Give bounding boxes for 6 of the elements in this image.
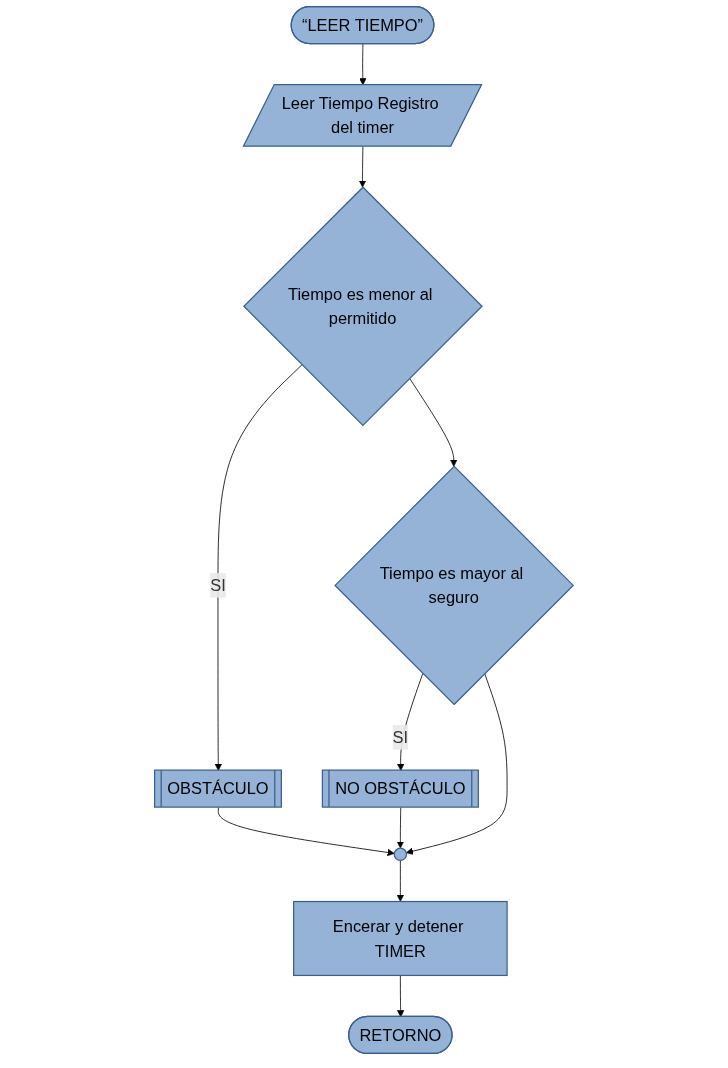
node-diamond: Tiempo es mayor al seguro [334, 465, 575, 706]
node-diamond: Tiempo es menor al permitido [243, 186, 483, 427]
edge-label: SI [392, 728, 409, 747]
node-circle [393, 847, 408, 862]
node-box: Encerar y detener TIMER [293, 900, 508, 977]
edge-label: SI [210, 576, 226, 595]
